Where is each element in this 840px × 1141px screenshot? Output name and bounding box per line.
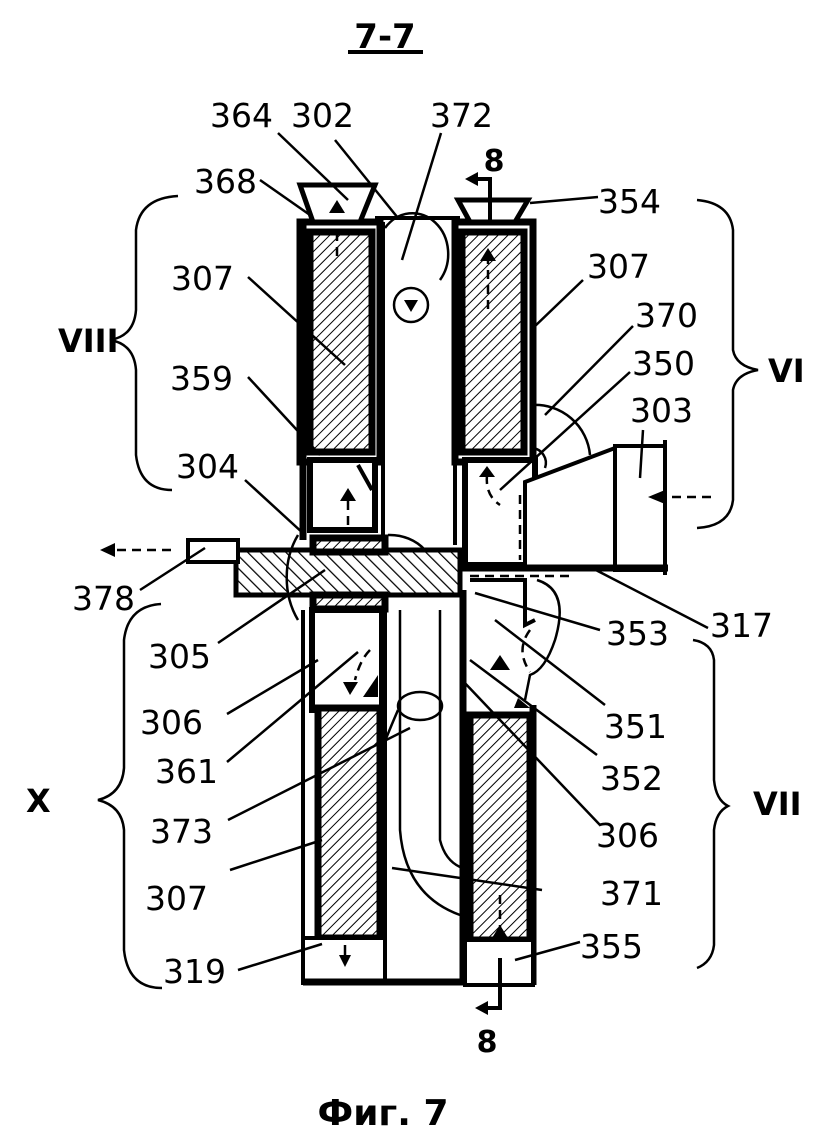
heat-storage-307-bottom-left [314, 704, 384, 942]
section-marker-top: 8 [465, 144, 504, 222]
chamber-359 [307, 457, 378, 533]
leader-lines [139, 132, 709, 972]
arrow-up-right [480, 248, 496, 261]
label-302: 302 [291, 96, 354, 135]
label-361: 361 [155, 752, 218, 791]
figure-caption: Фиг. 7 [318, 1093, 449, 1134]
bracket-label-viii: VIII [58, 322, 118, 360]
top-left-column [296, 182, 384, 533]
label-306-right: 306 [596, 816, 659, 855]
label-307-top-right: 307 [587, 247, 650, 286]
nozzle-354 [453, 197, 533, 225]
label-378: 378 [72, 579, 135, 618]
bracket-vii: VII [692, 638, 802, 970]
inlet-303 [462, 403, 712, 575]
bottom-left-column [301, 607, 387, 985]
label-364: 364 [210, 96, 273, 135]
flow-circle-372 [383, 211, 450, 324]
bracket-x: X [26, 602, 163, 990]
arrow-up-359 [340, 488, 356, 501]
label-368: 368 [194, 162, 257, 201]
section-marker-bottom-label: 8 [477, 1025, 498, 1060]
label-317: 317 [710, 606, 773, 645]
rotating-shaft-305 [100, 533, 463, 621]
bracket-vi: VI [696, 198, 805, 530]
arrow-up [329, 200, 345, 213]
label-306-left: 306 [140, 703, 203, 742]
section-marker-top-label: 8 [484, 144, 505, 179]
label-351: 351 [604, 707, 667, 746]
label-354: 354 [598, 182, 661, 221]
label-355: 355 [580, 927, 643, 966]
label-352: 352 [600, 759, 663, 798]
label-304: 304 [176, 447, 239, 486]
heat-storage-307-bottom-right [466, 711, 534, 944]
duct-373-371 [378, 610, 461, 917]
label-371: 371 [600, 874, 663, 913]
label-373: 373 [150, 812, 213, 851]
arrow-outlet-378 [100, 543, 115, 557]
label-359: 359 [170, 359, 233, 398]
label-307-bottom-left: 307 [145, 879, 208, 918]
label-319: 319 [163, 952, 226, 991]
top-right-column [451, 197, 537, 466]
label-305: 305 [148, 637, 211, 676]
bracket-label-vii: VII [753, 785, 802, 823]
label-370: 370 [635, 296, 698, 335]
label-307-top-left: 307 [171, 259, 234, 298]
label-372: 372 [430, 96, 493, 135]
label-353: 353 [606, 614, 669, 653]
bracket-label-vi: VI [768, 352, 805, 390]
heat-storage-307-top-right [458, 228, 528, 456]
arrow-inlet [648, 490, 665, 504]
label-303: 303 [630, 391, 693, 430]
bottom-right-column [459, 578, 561, 987]
section-marker-bottom: 8 [475, 958, 502, 1060]
arrow-down-319 [339, 955, 351, 967]
bracket-viii: VIII [58, 194, 179, 492]
label-350: 350 [632, 344, 695, 383]
bracket-label-x: X [26, 782, 51, 820]
